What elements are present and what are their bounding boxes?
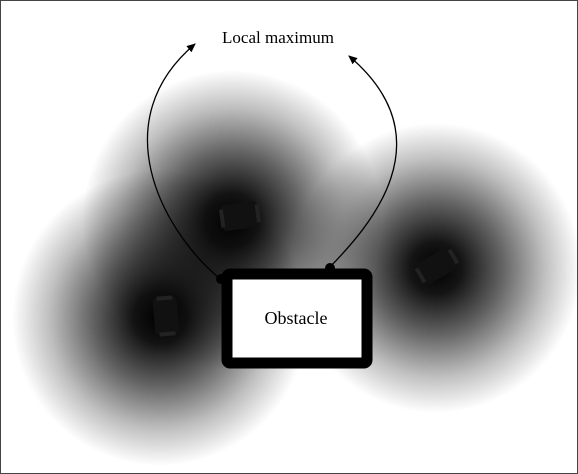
path-start-dot-right bbox=[325, 263, 335, 273]
robot-lower-left bbox=[152, 295, 180, 337]
path-start-dot-left bbox=[216, 274, 226, 284]
robot-upper bbox=[218, 201, 262, 231]
robot-right bbox=[414, 247, 460, 285]
obstacle: Obstacle bbox=[216, 263, 373, 369]
obstacle-label: Obstacle bbox=[265, 308, 328, 328]
local-maximum-label: Local maximum bbox=[222, 28, 334, 47]
path-right-to-local-maximum bbox=[328, 55, 398, 269]
path-left-to-local-maximum bbox=[146, 43, 220, 279]
obstacle-box bbox=[221, 268, 373, 369]
